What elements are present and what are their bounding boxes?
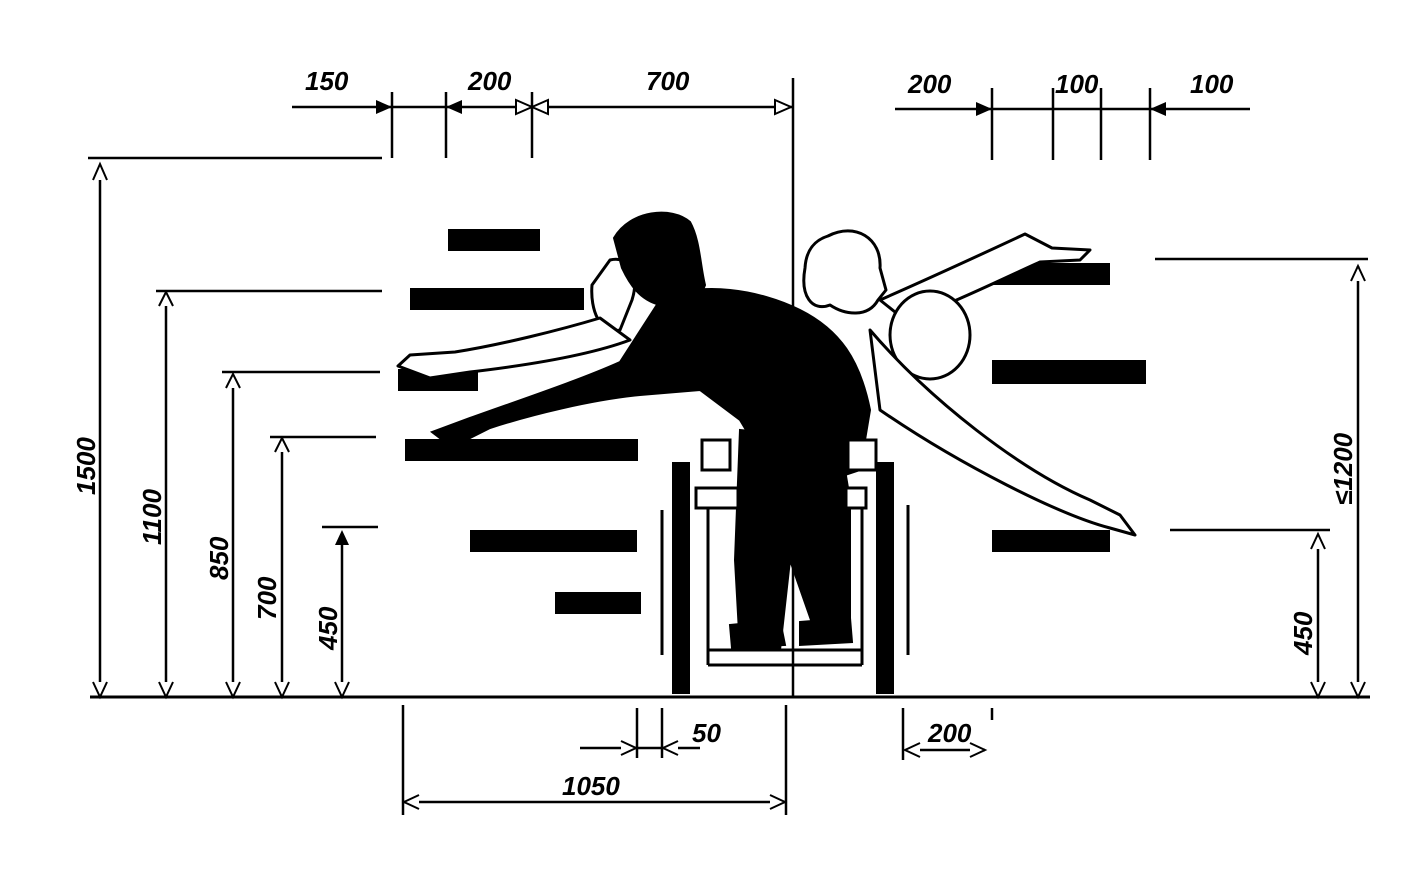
forward-reach-figure-outline <box>396 257 637 380</box>
shelf <box>555 592 641 614</box>
dim-top-right-100b: 100 <box>1190 69 1234 99</box>
wheelchair <box>660 438 910 694</box>
shelf <box>992 530 1110 552</box>
left-shelves <box>398 229 641 614</box>
right-height-dimensions: 450 ≤1200 <box>1155 257 1368 700</box>
dim-height-1100: 1100 <box>137 489 167 545</box>
dim-top-200: 200 <box>467 66 512 96</box>
shelf <box>405 439 638 461</box>
wheelchair-user-figure <box>429 211 872 651</box>
dim-top-150: 150 <box>305 66 349 96</box>
left-height-dimensions: 1500 1100 850 700 450 <box>71 156 382 700</box>
bottom-dimensions: 50 1050 200 <box>401 705 994 815</box>
top-right-dimension-chain: 200 100 100 <box>895 69 1250 160</box>
dim-bottom-200: 200 <box>927 718 972 748</box>
shelf <box>410 288 584 310</box>
dim-bottom-1050: 1050 <box>562 771 620 801</box>
dim-top-right-100a: 100 <box>1055 69 1099 99</box>
dim-height-1500: 1500 <box>71 437 101 495</box>
side-reach-figure-outline <box>802 229 1137 537</box>
dim-right-height-450: 450 <box>1288 611 1318 656</box>
shelf <box>448 229 540 251</box>
dim-right-height-max-1200: ≤1200 <box>1328 432 1358 505</box>
dim-height-700: 700 <box>252 576 282 620</box>
dim-height-850: 850 <box>204 536 234 580</box>
shelf <box>470 530 637 552</box>
dim-bottom-50: 50 <box>692 718 721 748</box>
dim-top-700: 700 <box>646 66 690 96</box>
dim-height-450: 450 <box>313 606 343 651</box>
dim-top-right-200: 200 <box>907 69 952 99</box>
shelf <box>992 360 1146 384</box>
right-shelves <box>988 263 1146 552</box>
